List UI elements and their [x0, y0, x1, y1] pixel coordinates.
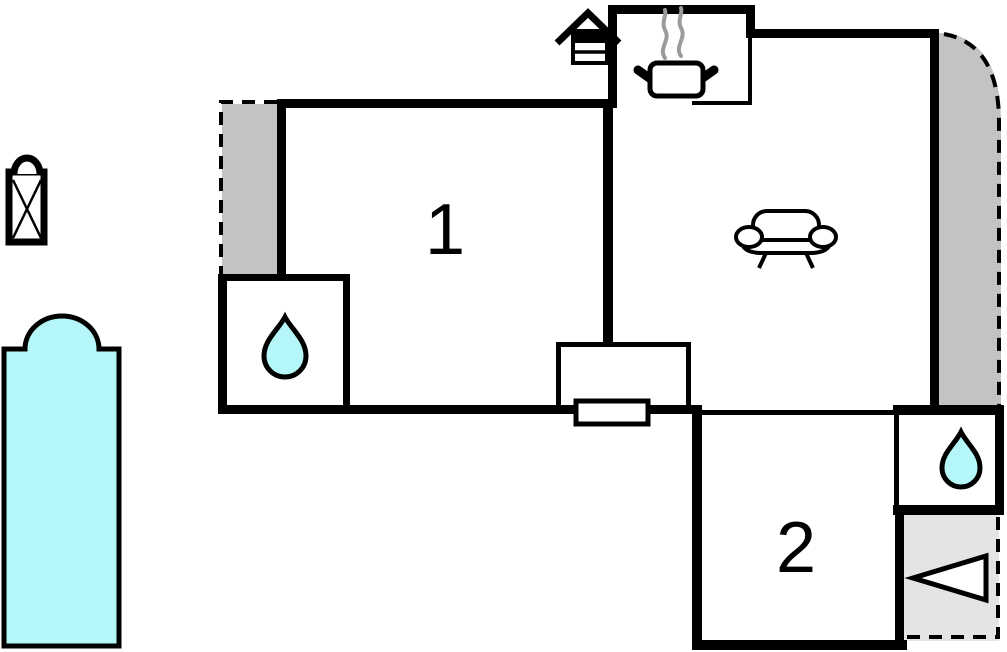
terrace-area-left: [222, 104, 277, 274]
cooking-pot-icon: [633, 6, 719, 99]
sofa-leg: [804, 252, 815, 269]
sofa-icon: [734, 209, 838, 269]
wall-segment: [218, 405, 578, 414]
steam-icon: [660, 8, 669, 60]
partition-segment: [222, 274, 350, 281]
room-1-label: 1: [425, 190, 465, 270]
partition-segment: [748, 38, 752, 105]
whirlpool-arch: [10, 154, 44, 175]
walls: [218, 5, 1004, 650]
wall-segment: [746, 29, 939, 38]
wood-stove-icon: [554, 8, 622, 65]
partition-segment: [686, 342, 691, 414]
terrace-boundary-dashed-left: [219, 100, 277, 276]
terrace-area-right: [939, 33, 1001, 410]
entrance-arrow-icon: [904, 552, 989, 604]
sofa-armrest: [734, 225, 764, 249]
water-drop-icon: [261, 311, 309, 380]
wall-segment: [930, 29, 939, 414]
terrace-boundary-dashed-right: [943, 32, 1001, 405]
porch-boundary-dashed: [903, 517, 1000, 639]
partition-segment: [556, 342, 561, 414]
wall-segment: [893, 505, 1004, 515]
wall-segment: [692, 640, 907, 650]
partition-segment: [556, 342, 691, 347]
sofa-leg: [757, 252, 768, 269]
sofa-armrest: [808, 225, 838, 249]
stove-roof: [554, 8, 622, 46]
wall-segment: [608, 5, 617, 108]
wall-segment: [995, 405, 1004, 515]
pot-body: [647, 60, 706, 99]
wall-segment: [746, 5, 755, 38]
wall-segment: [277, 99, 608, 108]
wall-segment: [277, 99, 286, 281]
wall-segment: [218, 274, 227, 414]
wall-segment: [895, 515, 904, 647]
whirlpool-cross: [11, 179, 43, 239]
stove-firebox: [573, 31, 607, 43]
partition-segment: [692, 101, 752, 105]
door-icon: [573, 398, 651, 427]
whirlpool-icon: [5, 154, 48, 246]
wall-segment: [603, 99, 613, 347]
swimming-pool: [1, 313, 122, 649]
wall-segment: [893, 405, 1004, 415]
room-2-label: 2: [776, 508, 816, 588]
steam-icon: [676, 6, 685, 58]
wall-segment: [692, 405, 702, 650]
dashed-boundaries: [219, 32, 1001, 639]
partition-segment: [894, 414, 899, 505]
partition-segment: [702, 410, 894, 415]
water-drop-icon: [939, 426, 983, 490]
wall-segment: [646, 405, 702, 414]
partition-segment: [343, 274, 350, 414]
